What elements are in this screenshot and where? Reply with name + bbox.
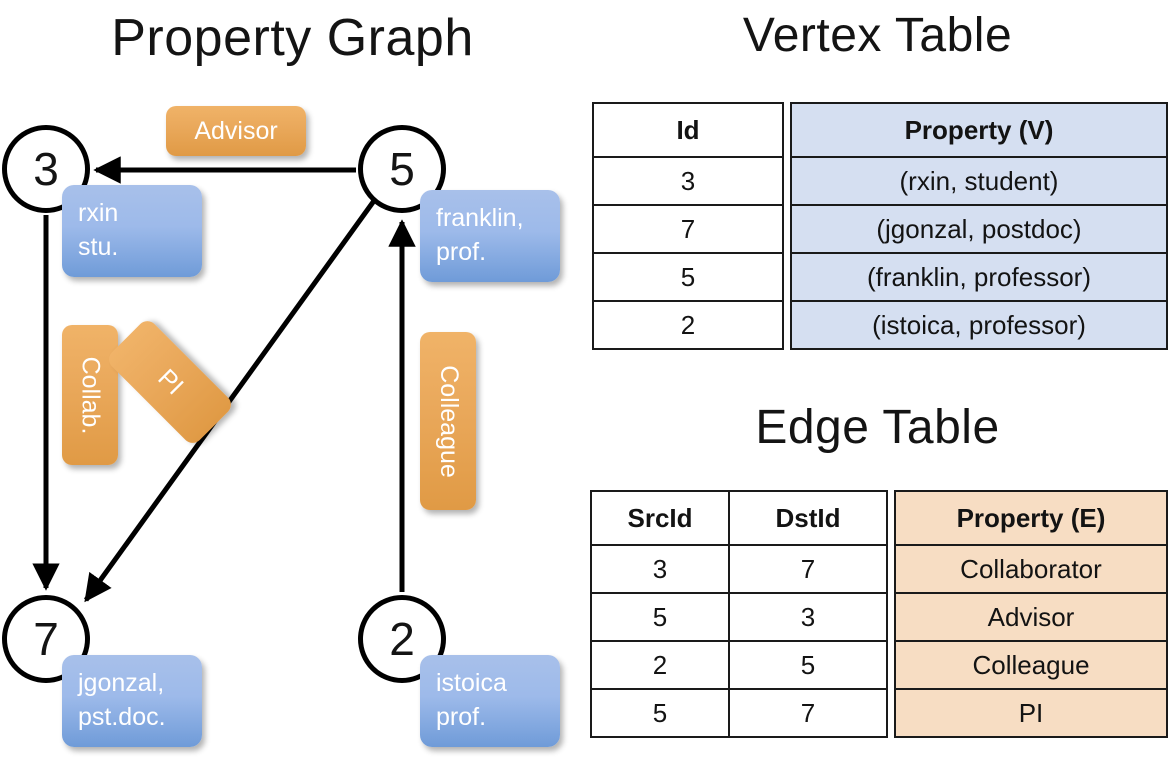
graph-edges-layer — [32, 156, 416, 603]
table-row[interactable]: 3 (rxin, student) — [592, 156, 1168, 206]
vertex-row-1-gap — [783, 205, 791, 253]
table-row[interactable]: 5 (franklin, professor) — [592, 252, 1168, 302]
vertex-property-rxin-line2: stu. — [78, 232, 119, 261]
vertex-property-jgonzal-line2: pst.doc. — [78, 702, 166, 731]
edge-row-2-srcid: 2 — [590, 640, 730, 690]
vertex-table: Id Property (V) 3 (rxin, student) 7 (jgo… — [592, 102, 1168, 350]
edge-row-2-gap — [887, 641, 895, 689]
edge-row-1-gap — [887, 593, 895, 641]
table-row[interactable]: 2 5 Colleague — [590, 640, 1168, 690]
vertex-property-jgonzal-line1: jgonzal, — [78, 669, 165, 697]
edge-row-3-property: PI — [894, 688, 1168, 738]
vertex-row-1-property: (jgonzal, postdoc) — [790, 204, 1168, 254]
edge-label-collaborator-text: Collab. — [76, 356, 105, 434]
vertex-property-box-franklin[interactable]: franklin, prof. — [420, 190, 560, 282]
graph-node-5[interactable]: 5 — [358, 125, 446, 213]
table-row[interactable]: 2 (istoica, professor) — [592, 300, 1168, 350]
vertex-table-header-id: Id — [592, 102, 784, 158]
vertex-row-2-gap — [783, 253, 791, 301]
vertex-property-box-rxin[interactable]: rxin stu. — [62, 185, 202, 277]
edge-5-to-7-pi — [83, 196, 379, 603]
edge-row-3-dstid: 7 — [728, 688, 888, 738]
graph-node-2-label: 2 — [389, 613, 415, 665]
vertex-property-istoica-line2: prof. — [436, 702, 487, 731]
vertex-table-column-gap — [783, 103, 791, 157]
edge-table-column-gap — [887, 491, 895, 545]
edge-row-1-property: Advisor — [894, 592, 1168, 642]
edge-label-colleague-text: Colleague — [434, 364, 463, 478]
edge-row-1-srcid: 5 — [590, 592, 730, 642]
edge-label-advisor[interactable]: Advisor — [166, 106, 306, 156]
vertex-property-franklin-line2: prof. — [436, 237, 487, 266]
graph-node-7-label: 7 — [33, 613, 59, 665]
edge-label-advisor-text: Advisor — [194, 116, 278, 145]
vertex-row-2-id: 5 — [592, 252, 784, 302]
edge-row-1-dstid: 3 — [728, 592, 888, 642]
table-row[interactable]: 3 7 Collaborator — [590, 544, 1168, 594]
graph-node-3-label: 3 — [33, 143, 59, 195]
vertex-row-1-id: 7 — [592, 204, 784, 254]
edge-table-header-srcid: SrcId — [590, 490, 730, 546]
page-title-property-graph: Property Graph — [111, 9, 474, 67]
edge-table: SrcId DstId Property (E) 3 7 Collaborato… — [590, 490, 1168, 738]
edge-row-2-property: Colleague — [894, 640, 1168, 690]
vertex-property-box-istoica[interactable]: istoica prof. — [420, 655, 560, 747]
table-row[interactable]: 5 7 PI — [590, 688, 1168, 738]
page-title-edge-table: Edge Table — [755, 401, 1000, 454]
edge-row-0-srcid: 3 — [590, 544, 730, 594]
edge-row-3-srcid: 5 — [590, 688, 730, 738]
vertex-row-3-id: 2 — [592, 300, 784, 350]
edge-label-pi-text: PI — [152, 363, 189, 400]
vertex-row-0-gap — [783, 157, 791, 205]
vertex-row-3-gap — [783, 301, 791, 349]
edge-table-header-row: SrcId DstId Property (E) — [590, 490, 1168, 546]
edge-table-header-property: Property (E) — [894, 490, 1168, 546]
vertex-row-3-property: (istoica, professor) — [790, 300, 1168, 350]
vertex-row-0-property: (rxin, student) — [790, 156, 1168, 206]
vertex-table-header-row: Id Property (V) — [592, 102, 1168, 158]
table-row[interactable]: 5 3 Advisor — [590, 592, 1168, 642]
vertex-table-header-property: Property (V) — [790, 102, 1168, 158]
edge-row-3-gap — [887, 689, 895, 737]
property-graph-diagram: 3 5 7 2 Advisor Collab. PI Colleague rxi… — [2, 106, 560, 747]
vertex-row-0-id: 3 — [592, 156, 784, 206]
table-row[interactable]: 7 (jgonzal, postdoc) — [592, 204, 1168, 254]
edge-label-collaborator[interactable]: Collab. — [62, 325, 118, 465]
edge-row-0-gap — [887, 545, 895, 593]
edge-row-0-property: Collaborator — [894, 544, 1168, 594]
graph-node-2[interactable]: 2 — [358, 595, 446, 683]
vertex-property-franklin-line1: franklin, — [436, 204, 524, 232]
vertex-property-box-jgonzal[interactable]: jgonzal, pst.doc. — [62, 655, 202, 747]
page-title-vertex-table: Vertex Table — [742, 9, 1013, 62]
graph-node-5-label: 5 — [389, 143, 415, 195]
vertex-property-istoica-line1: istoica — [436, 669, 507, 697]
edge-row-0-dstid: 7 — [728, 544, 888, 594]
edge-label-colleague[interactable]: Colleague — [420, 332, 476, 510]
vertex-row-2-property: (franklin, professor) — [790, 252, 1168, 302]
vertex-property-rxin-line1: rxin — [78, 199, 119, 227]
edge-table-header-dstid: DstId — [728, 490, 888, 546]
edge-row-2-dstid: 5 — [728, 640, 888, 690]
